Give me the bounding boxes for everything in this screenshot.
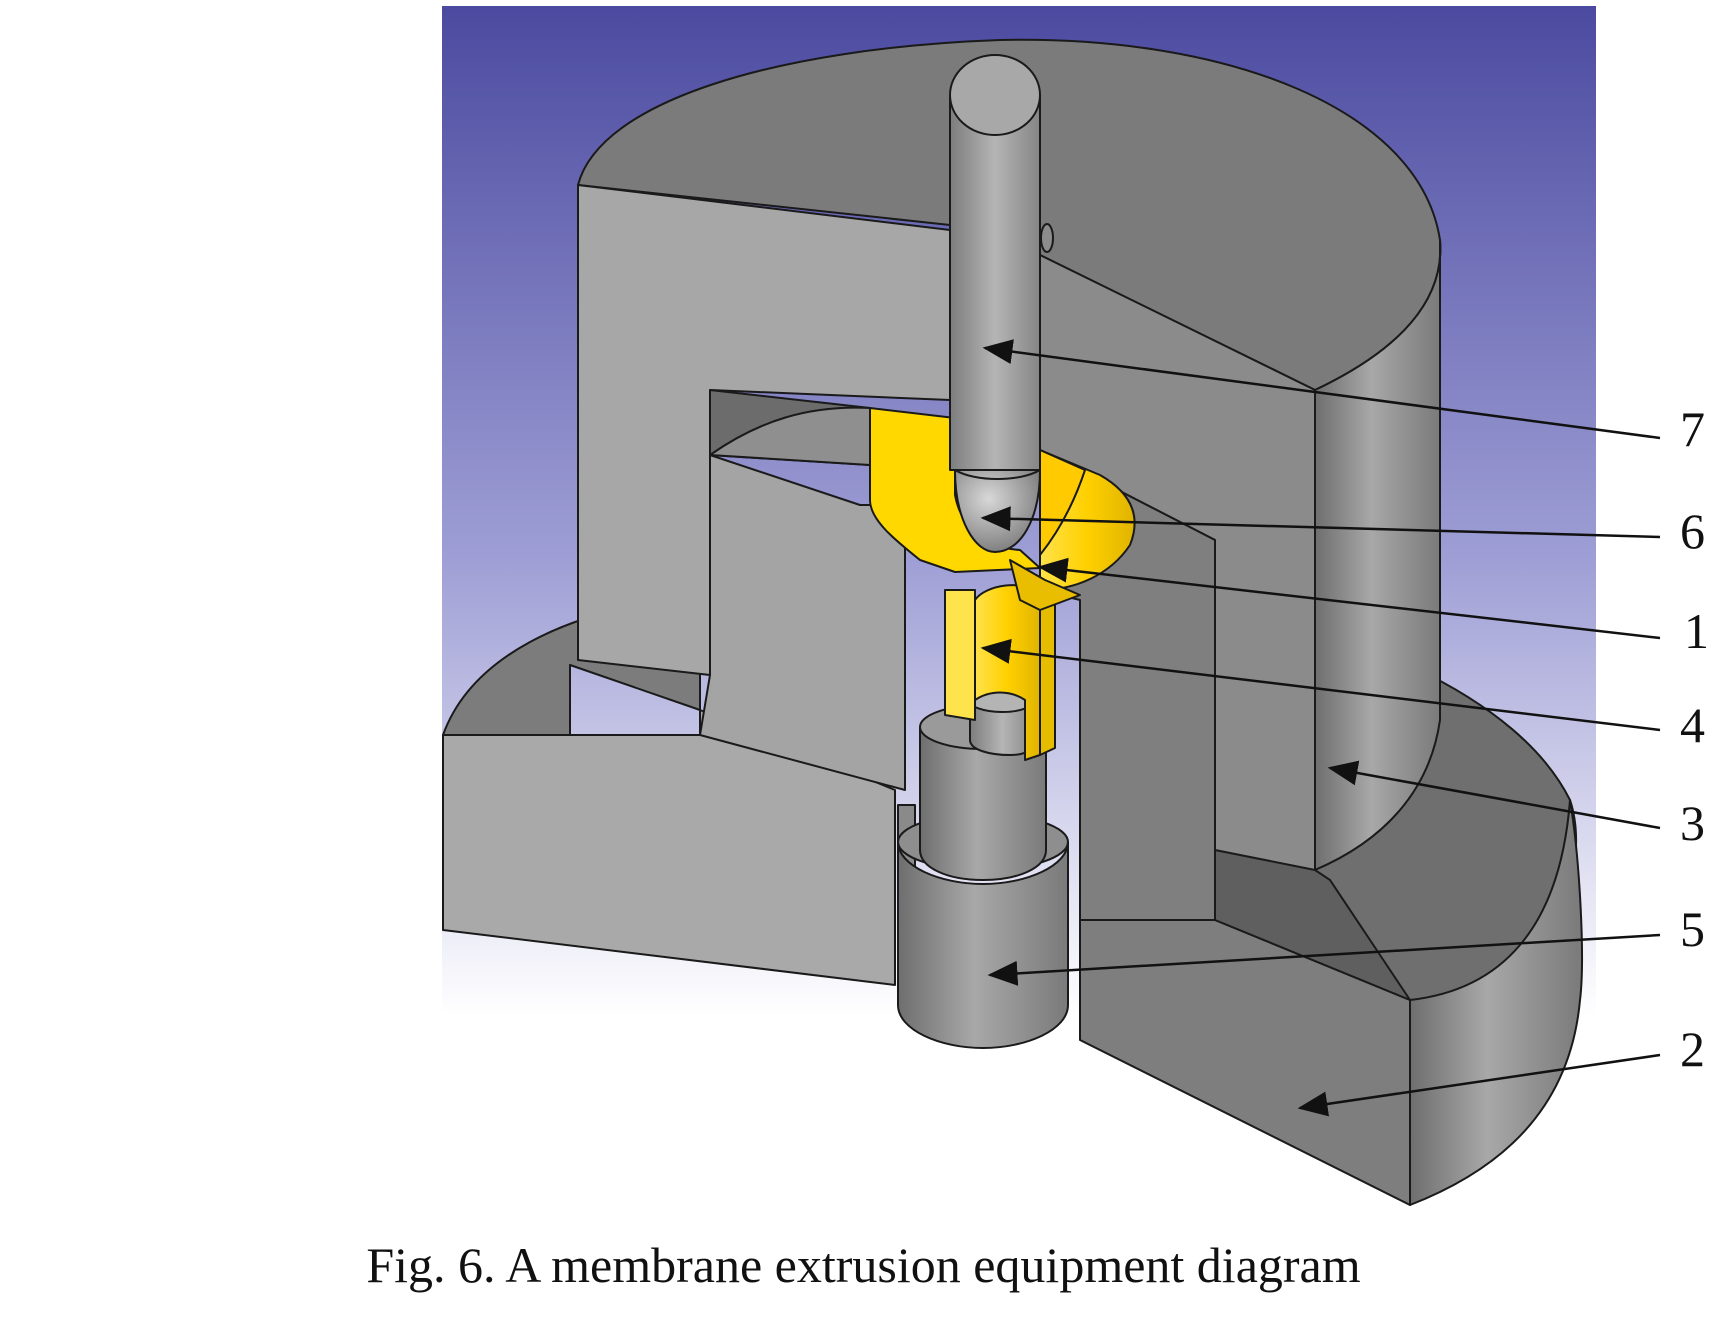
callout-label-3: 3	[1680, 795, 1705, 851]
punch-rod	[949, 54, 1054, 471]
callout-label-1: 1	[1684, 603, 1709, 659]
leader-lines	[980, 339, 1661, 1117]
lower-ejector	[897, 687, 1069, 1049]
callout-label-6: 6	[1680, 503, 1705, 559]
callout-label-5: 5	[1680, 901, 1705, 957]
callout-label-7: 7	[1680, 401, 1705, 457]
callout-label-4: 4	[1680, 697, 1705, 753]
extruded-tube	[944, 584, 1056, 761]
figure-caption: Fig. 6. A membrane extrusion equipment d…	[366, 1237, 1361, 1293]
callout-label-2: 2	[1680, 1021, 1705, 1077]
